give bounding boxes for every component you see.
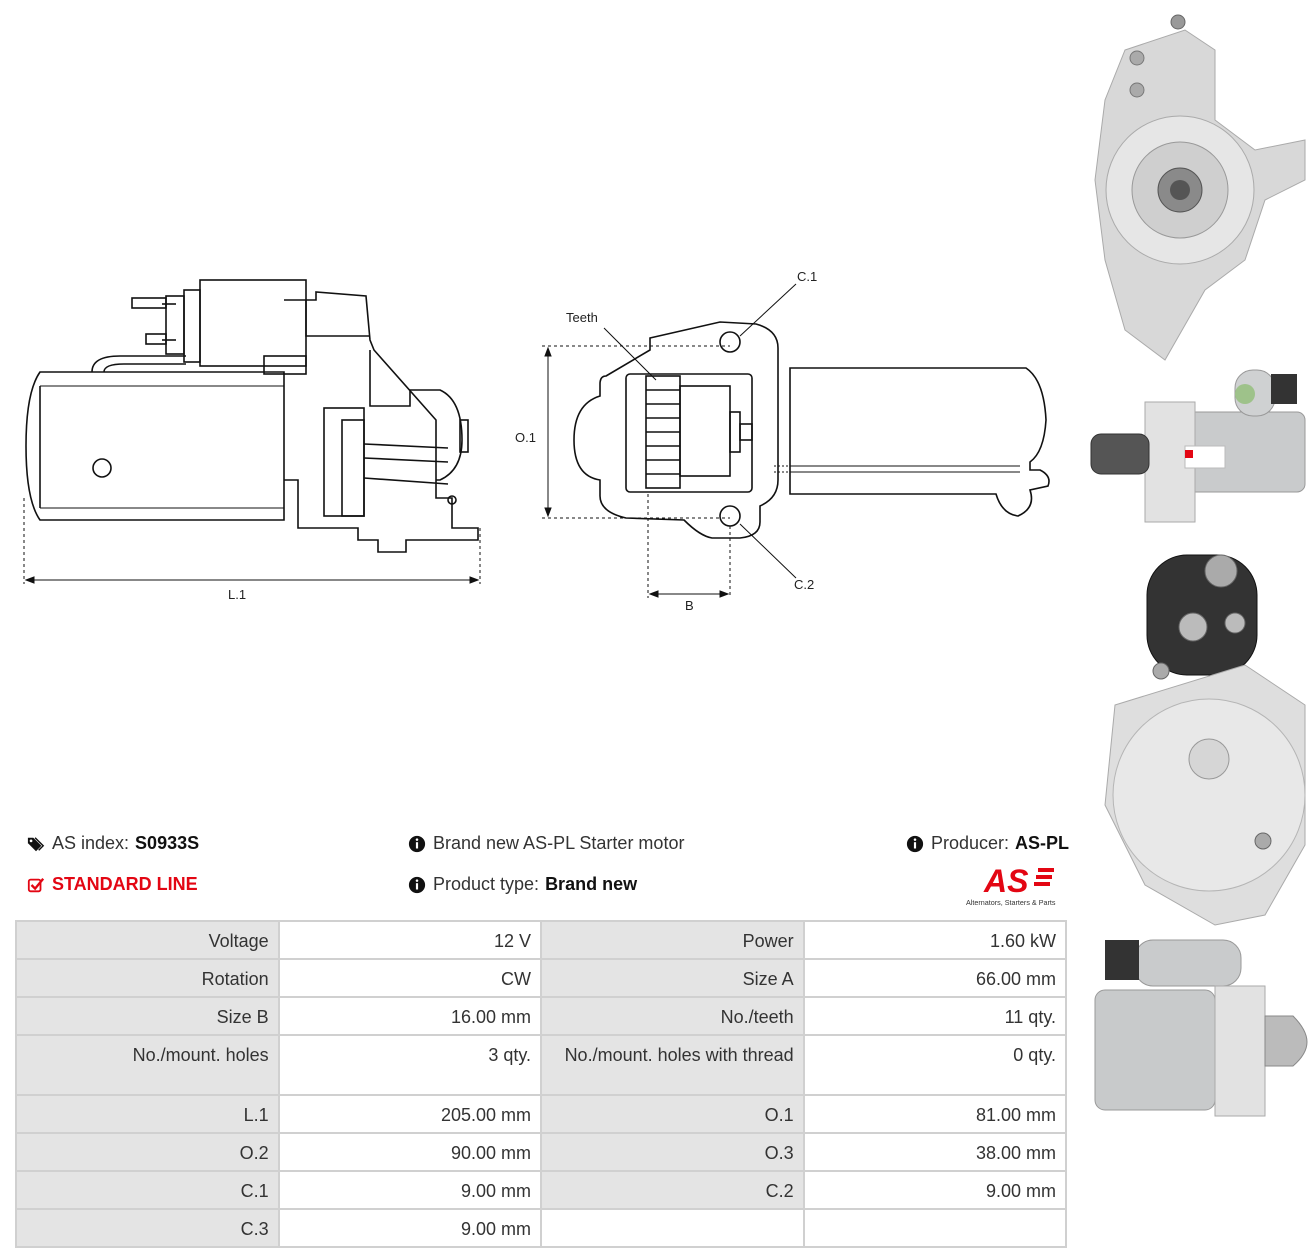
product-description: Brand new AS-PL Starter motor: [433, 833, 685, 853]
spec-key: Voltage: [15, 920, 280, 960]
tags-icon: [27, 836, 45, 851]
spec-key: No./teeth: [540, 996, 805, 1036]
spec-key: No./mount. holes with thread: [540, 1034, 805, 1096]
spec-key: No./mount. holes: [15, 1034, 280, 1096]
dim-l1: [23, 498, 481, 584]
spec-key: Size A: [540, 958, 805, 998]
hole-c2: [719, 505, 741, 527]
photo-top-view[interactable]: [1085, 930, 1316, 1120]
spec-key: L.1: [15, 1094, 280, 1134]
spec-value: 12 V: [277, 920, 543, 960]
product-type-value: Brand new: [545, 874, 638, 894]
starter-drawing-svg: L.1: [23, 269, 1050, 613]
label-b: B: [685, 598, 694, 613]
info-circle-icon: [408, 835, 426, 852]
standard-line-badge: STANDARD LINE: [52, 874, 198, 894]
body-hole: [92, 458, 112, 478]
svg-text:AS: AS: [983, 863, 1029, 899]
hole-c1: [719, 331, 741, 353]
as-index-value: S0933S: [135, 833, 200, 853]
table-row: L.1 205.00 mm O.1 81.00 mm: [15, 1094, 1068, 1134]
standard-line-row: STANDARD LINE: [27, 874, 198, 895]
spec-value: 16.00 mm: [277, 996, 543, 1036]
spec-key: C.3: [15, 1208, 280, 1248]
spec-key: O.3: [540, 1132, 805, 1172]
photo-rear-view[interactable]: [1085, 545, 1316, 930]
description-row: Brand new AS-PL Starter motor: [408, 833, 684, 854]
product-photos: [1085, 0, 1316, 1260]
as-logo-mark: AS Alternators, Starters & Parts: [966, 863, 1056, 907]
spec-key: Power: [540, 920, 805, 960]
table-row: Rotation CW Size A 66.00 mm: [15, 958, 1068, 998]
table-row: Size B 16.00 mm No./teeth 11 qty.: [15, 996, 1068, 1036]
producer-label: Producer:: [931, 833, 1010, 853]
spec-value: 9.00 mm: [277, 1170, 543, 1210]
photo-side-view[interactable]: [1085, 362, 1316, 542]
spec-key: C.2: [540, 1170, 805, 1210]
motor-body-outline: [25, 371, 285, 521]
dim-o1: [542, 345, 730, 519]
spec-value: [802, 1208, 1068, 1248]
spec-value: 9.00 mm: [802, 1170, 1068, 1210]
dim-b: [647, 494, 731, 598]
label-l1: L.1: [228, 587, 246, 602]
spec-value: 81.00 mm: [802, 1094, 1068, 1134]
table-row: O.2 90.00 mm O.3 38.00 mm: [15, 1132, 1068, 1172]
spec-value: 0 qty.: [802, 1034, 1068, 1096]
spec-value: 205.00 mm: [277, 1094, 543, 1134]
info-circle-icon: [408, 876, 426, 893]
label-c2: C.2: [794, 577, 814, 592]
table-row: No./mount. holes 3 qty. No./mount. holes…: [15, 1034, 1068, 1096]
spec-value: 38.00 mm: [802, 1132, 1068, 1172]
table-row: C.1 9.00 mm C.2 9.00 mm: [15, 1170, 1068, 1210]
svg-text:Alternators, Starters & Parts: Alternators, Starters & Parts: [966, 898, 1056, 907]
spec-value: 3 qty.: [277, 1034, 543, 1096]
product-type-label: Product type:: [433, 874, 540, 894]
table-row: C.3 9.00 mm: [15, 1208, 1068, 1248]
front-view: [573, 321, 1050, 539]
spec-key: O.2: [15, 1132, 280, 1172]
spec-key: Rotation: [15, 958, 280, 998]
info-circle-icon: [906, 835, 924, 852]
label-o1: O.1: [515, 430, 536, 445]
as-index-row: AS index: S0933S: [27, 833, 199, 854]
photo-front-view[interactable]: [1085, 10, 1316, 370]
as-pl-logo: AS Alternators, Starters & Parts: [962, 862, 1072, 908]
producer-row: Producer: AS-PL: [906, 833, 1069, 854]
solenoid-outline: [199, 279, 307, 367]
as-index-label: AS index:: [52, 833, 130, 853]
product-type-row: Product type: Brand new: [408, 874, 637, 895]
spec-value: 90.00 mm: [277, 1132, 543, 1172]
table-row: Voltage 12 V Power 1.60 kW: [15, 920, 1068, 960]
spec-value: 9.00 mm: [277, 1208, 543, 1248]
spec-value: CW: [277, 958, 543, 998]
technical-drawing: L.1: [0, 0, 1080, 640]
producer-value: AS-PL: [1015, 833, 1070, 853]
spec-value: 11 qty.: [802, 996, 1068, 1036]
spec-key: Size B: [15, 996, 280, 1036]
spec-value: 1.60 kW: [802, 920, 1068, 960]
spec-key: [540, 1208, 805, 1248]
spec-key: C.1: [15, 1170, 280, 1210]
check-square-icon: [27, 877, 45, 892]
specs-table: Voltage 12 V Power 1.60 kW Rotation CW S…: [15, 920, 1068, 1248]
spec-key: O.1: [540, 1094, 805, 1134]
label-c1: C.1: [797, 269, 817, 284]
spec-value: 66.00 mm: [802, 958, 1068, 998]
label-teeth: Teeth: [566, 310, 598, 325]
